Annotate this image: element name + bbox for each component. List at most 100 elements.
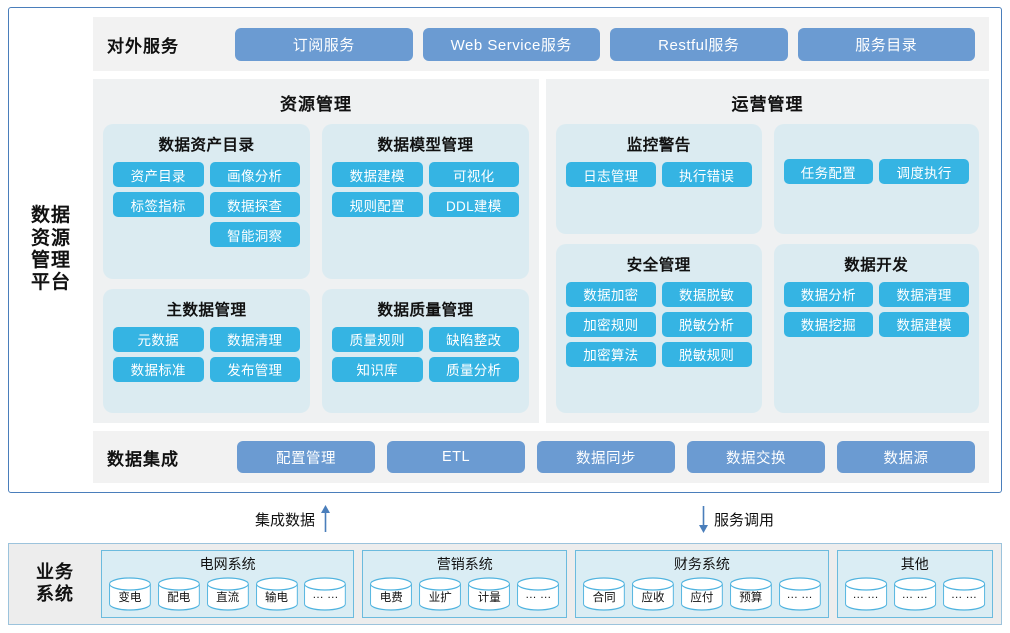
- tag-portrait-analysis[interactable]: 画像分析: [209, 162, 300, 187]
- database-icon[interactable]: 配电: [157, 577, 201, 611]
- data-resource-management-platform: 数据资源管理平台 对外服务 订阅服务 Web Service服务 Restful…: [8, 7, 1002, 493]
- database-label: … …: [950, 589, 978, 601]
- database-list: 变电 配电 直流 输电 … …: [108, 577, 347, 611]
- tag-data-encryption[interactable]: 数据加密: [566, 281, 656, 307]
- platform-title-text: 数据资源管理平台: [31, 205, 71, 295]
- tag-encryption-rules[interactable]: 加密规则: [566, 311, 656, 337]
- card-title: 主数据管理: [166, 301, 247, 319]
- tag-masking-rules[interactable]: 脱敏规则: [661, 341, 752, 367]
- tag-defect-remediation[interactable]: 缺陷整改: [428, 326, 519, 352]
- tag-execution-error[interactable]: 执行错误: [661, 162, 752, 187]
- tag-encryption-algorithm[interactable]: 加密算法: [566, 341, 656, 367]
- tag-data-cleansing[interactable]: 数据清理: [209, 326, 300, 352]
- tag-knowledge-base[interactable]: 知识库: [332, 356, 423, 382]
- tag-schedule-execution[interactable]: 调度执行: [879, 159, 969, 184]
- tag-label-metrics[interactable]: 标签指标: [113, 192, 204, 217]
- database-icon[interactable]: 合同: [582, 577, 626, 611]
- database-icon[interactable]: 应付: [680, 577, 724, 611]
- database-icon-more[interactable]: … …: [893, 577, 937, 611]
- group-title: 营销系统: [436, 556, 493, 572]
- business-group-power-grid[interactable]: 电网系统 变电 配电 直流 输电: [101, 550, 355, 618]
- database-label: 业扩: [428, 592, 452, 604]
- database-label: 电费: [379, 592, 403, 604]
- tag-data-standard[interactable]: 数据标准: [113, 356, 204, 382]
- business-systems: 业务 系统 电网系统 变电 配电 直流 输电: [8, 543, 1002, 625]
- card-data-development[interactable]: 数据开发 数据分析 数据清理 数据挖掘 数据建模: [773, 243, 979, 413]
- connector-label: 集成数据: [255, 511, 316, 529]
- tag-ddl-modeling[interactable]: DDL建模: [428, 192, 519, 217]
- card-master-data-management[interactable]: 主数据管理 元数据 数据清理 数据标准 发布管理: [103, 288, 310, 413]
- card-data-quality-management[interactable]: 数据质量管理 质量规则 缺陷整改 知识库 质量分析: [322, 288, 529, 413]
- business-group-finance[interactable]: 财务系统 合同 应收 应付 预算: [575, 550, 829, 618]
- integration-button-data-sync[interactable]: 数据同步: [537, 441, 675, 473]
- platform-title-line: 数据: [30, 205, 71, 227]
- service-button-subscription[interactable]: 订阅服务: [235, 27, 413, 61]
- tag-group: 任务配置 调度执行: [783, 159, 969, 184]
- connector-service-invocation: 服务调用: [698, 505, 774, 533]
- card-task-scheduling[interactable]: 任务配置 调度执行: [773, 124, 979, 234]
- tag-rule-config[interactable]: 规则配置: [332, 192, 423, 217]
- service-button-webservice[interactable]: Web Service服务: [422, 27, 600, 61]
- card-data-asset-catalog[interactable]: 数据资产目录 资产目录 画像分析 标签指标 数据探查 智能洞察: [103, 124, 310, 279]
- database-icon-more[interactable]: … …: [844, 577, 888, 611]
- tag-log-management[interactable]: 日志管理: [566, 162, 656, 187]
- tag-data-exploration[interactable]: 数据探查: [209, 192, 300, 217]
- database-label: 应收: [641, 592, 665, 604]
- business-group-marketing[interactable]: 营销系统 电费 业扩 计量 … …: [362, 550, 568, 618]
- tag-group: 日志管理 执行错误: [566, 162, 752, 187]
- connector-integrate-data: 集成数据: [255, 505, 331, 533]
- tag-data-modeling[interactable]: 数据建模: [332, 162, 423, 187]
- tag-group: 数据建模 可视化 规则配置 DDL建模: [332, 162, 519, 217]
- business-systems-title: 业务 系统: [17, 562, 93, 605]
- card-title: 数据质量管理: [377, 301, 474, 319]
- card-security-management[interactable]: 安全管理 数据加密 数据脱敏 加密规则 脱敏分析 加密算法 脱敏规则: [556, 243, 762, 413]
- database-icon[interactable]: 直流: [206, 577, 250, 611]
- tag-task-config[interactable]: 任务配置: [783, 159, 874, 184]
- database-label: 直流: [216, 592, 240, 604]
- tag-group: 数据加密 数据脱敏 加密规则 脱敏分析 加密算法 脱敏规则: [566, 281, 752, 367]
- integration-button-data-exchange[interactable]: 数据交换: [687, 441, 825, 473]
- database-icon[interactable]: 电费: [369, 577, 413, 611]
- database-icon[interactable]: 应收: [631, 577, 675, 611]
- database-icon-more[interactable]: … …: [303, 577, 347, 611]
- card-title: 数据资产目录: [158, 137, 255, 154]
- tag-data-analysis[interactable]: 数据分析: [783, 281, 874, 307]
- database-icon[interactable]: 输电: [255, 577, 299, 611]
- panel-resource-management: 资源管理 数据资产目录 资产目录 画像分析 标签指标 数据探查 智能洞察: [93, 79, 539, 423]
- arrow-down-icon: [699, 506, 708, 533]
- card-monitoring-alert[interactable]: 监控警告 日志管理 执行错误: [556, 124, 762, 234]
- platform-title: 数据资源管理平台: [9, 8, 93, 492]
- service-button-restful[interactable]: Restful服务: [610, 27, 788, 61]
- tag-data-cleansing[interactable]: 数据清理: [879, 281, 969, 307]
- database-icon-more[interactable]: … …: [516, 577, 560, 611]
- tag-data-mining[interactable]: 数据挖掘: [783, 311, 874, 337]
- tag-metadata[interactable]: 元数据: [113, 326, 204, 352]
- tag-group: 质量规则 缺陷整改 知识库 质量分析: [332, 326, 519, 382]
- tag-quality-rules[interactable]: 质量规则: [332, 326, 423, 352]
- database-icon[interactable]: 变电: [108, 577, 152, 611]
- tag-visualization[interactable]: 可视化: [428, 162, 519, 187]
- tag-masking-analysis[interactable]: 脱敏分析: [661, 311, 752, 337]
- database-icon-more[interactable]: … …: [778, 577, 822, 611]
- card-data-model-management[interactable]: 数据模型管理 数据建模 可视化 规则配置 DDL建模: [322, 124, 529, 279]
- database-icon[interactable]: 计量: [467, 577, 511, 611]
- database-list: … … … … … …: [844, 577, 987, 611]
- database-icon[interactable]: 预算: [729, 577, 773, 611]
- tag-data-masking[interactable]: 数据脱敏: [661, 281, 752, 307]
- card-title: 监控警告: [626, 137, 691, 154]
- business-group-other[interactable]: 其他 … … … … … …: [836, 550, 993, 618]
- tag-data-modeling[interactable]: 数据建模: [879, 311, 969, 337]
- integration-button-config[interactable]: 配置管理: [237, 441, 375, 473]
- platform-body: 对外服务 订阅服务 Web Service服务 Restful服务 服务目录 资…: [93, 8, 1001, 492]
- tag-publish-management[interactable]: 发布管理: [209, 356, 300, 382]
- tag-asset-catalog[interactable]: 资产目录: [113, 162, 204, 187]
- business-title-line-1: 业务: [36, 562, 74, 583]
- tag-intelligent-insight[interactable]: 智能洞察: [209, 222, 300, 247]
- database-icon[interactable]: 业扩: [418, 577, 462, 611]
- integration-button-etl[interactable]: ETL: [387, 441, 525, 473]
- service-button-catalog[interactable]: 服务目录: [797, 27, 975, 61]
- tag-quality-analysis[interactable]: 质量分析: [428, 356, 519, 382]
- integration-button-data-source[interactable]: 数据源: [837, 441, 975, 473]
- database-icon-more[interactable]: … …: [942, 577, 986, 611]
